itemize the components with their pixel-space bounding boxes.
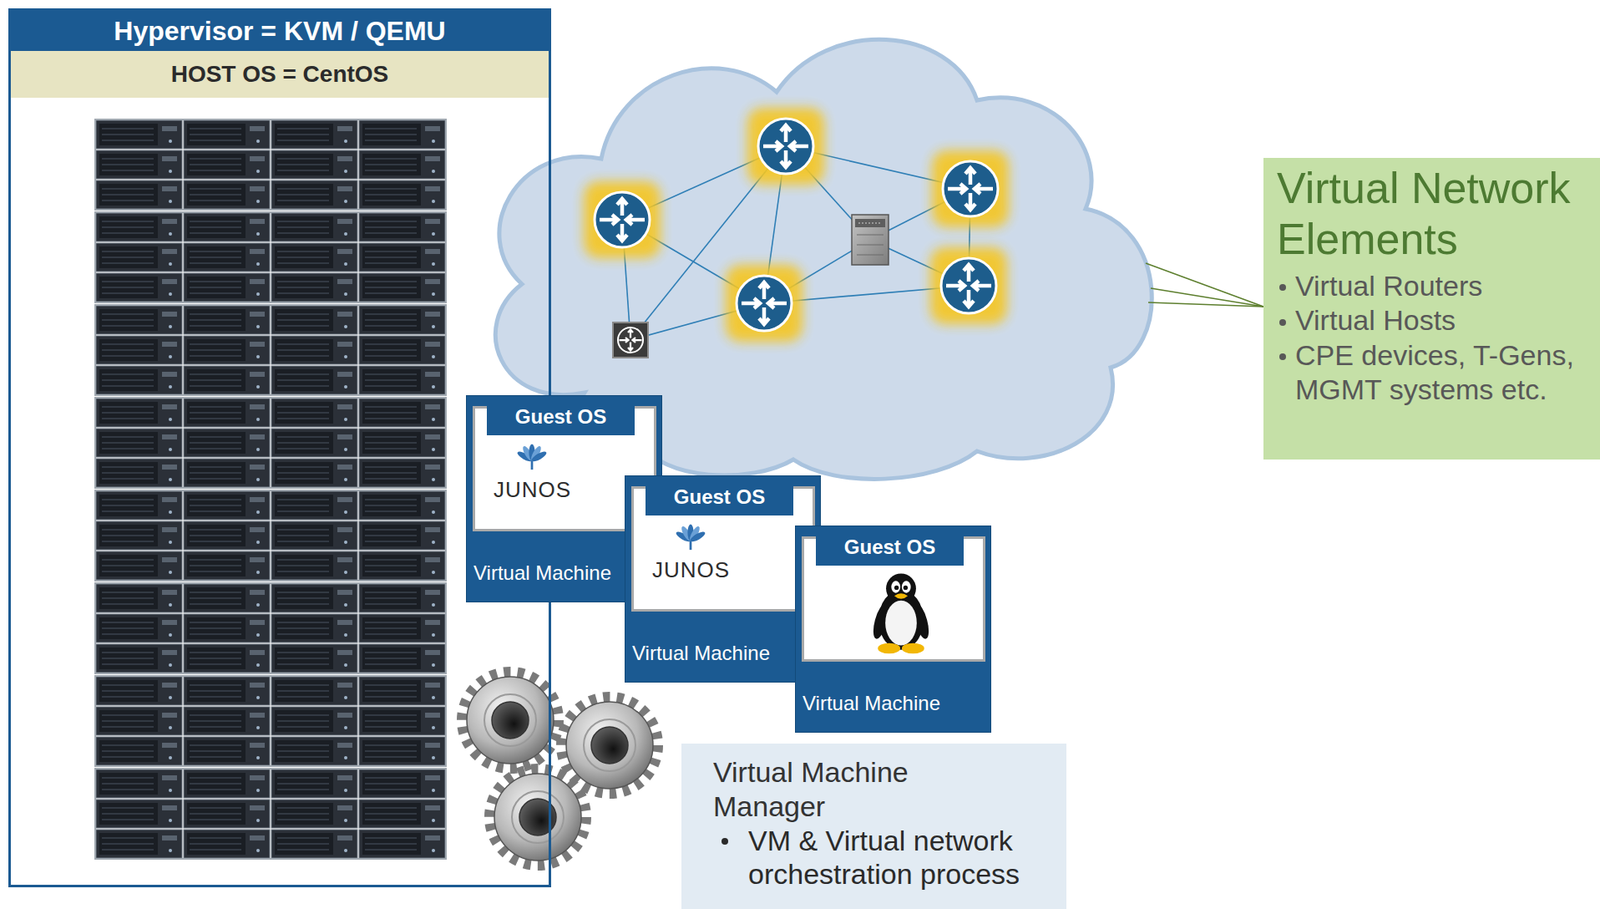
guest-os-tab: Guest OS <box>486 398 635 436</box>
penguin <box>863 568 939 656</box>
os-logo-text: JUNOS <box>493 476 572 502</box>
leader-lines <box>1145 263 1264 307</box>
band-label: HOST OS = CentOS <box>10 50 549 98</box>
switch-icon <box>851 214 889 265</box>
junos-icon <box>516 440 547 471</box>
guest-os-tab: Guest OS <box>645 478 794 516</box>
manager-box: Virtual Machine ManagerVM & Virtual netw… <box>681 743 1067 909</box>
junos-icon <box>675 520 706 551</box>
callout-title: Virtual Network Elements <box>1276 162 1595 266</box>
gears <box>462 672 658 865</box>
guest-os-box: Guest OS <box>801 536 986 662</box>
bullet-item: Virtual Hosts <box>1276 303 1595 338</box>
vm-frame: Virtual MachineGuest OSJUNOS <box>624 475 821 683</box>
guest-os-tab: Guest OS <box>815 528 964 566</box>
server-rack <box>95 119 446 861</box>
bullet-item: CPE devices, T-Gens, MGMT systems etc. <box>1276 338 1595 408</box>
small-router-icon <box>612 322 649 358</box>
vm-label: Virtual Machine <box>473 560 662 586</box>
vm-frame: Virtual Machine Guest OS <box>794 525 992 733</box>
vm-label: Virtual Machine <box>802 690 991 716</box>
guest-os-box: Guest OSJUNOS <box>631 486 816 612</box>
host-os-band: HOST OS = CentOS <box>10 50 549 98</box>
panel-title: Hypervisor = KVM / QEMU <box>10 10 549 51</box>
os-logo-text: JUNOS <box>652 556 730 583</box>
callout-box: Virtual Network ElementsVirtual RoutersV… <box>1263 157 1600 460</box>
box-title: Virtual Machine Manager <box>713 754 964 824</box>
bullet-item: Virtual Routers <box>1276 268 1595 304</box>
router-icons <box>583 107 1009 342</box>
bullet-item: VM & Virtual network orchestration proce… <box>713 823 1050 892</box>
vm-label: Virtual Machine <box>632 640 821 666</box>
